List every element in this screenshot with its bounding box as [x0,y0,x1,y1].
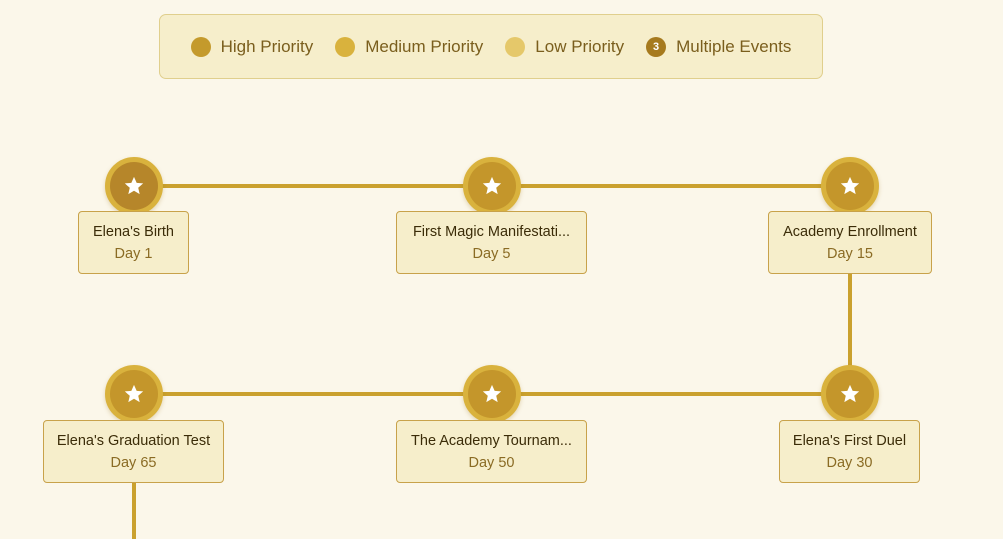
legend-item-high: High Priority [190,36,314,57]
legend-item-low: Low Priority [505,36,625,57]
event-title: Elena's Birth [93,224,174,240]
high-priority-dot-icon [190,36,211,57]
event-day: Day 15 [827,246,873,262]
multiple-events-badge-icon: 3 [646,36,667,57]
event-card[interactable]: The Academy Tournam... Day 50 [396,420,587,483]
event-day: Day 50 [468,455,515,471]
event-node[interactable] [463,365,521,423]
legend-item-multiple: 3 Multiple Events [646,36,792,57]
event-node-inner [110,370,158,418]
event-node[interactable] [821,365,879,423]
star-icon [124,176,144,195]
star-icon [840,384,860,403]
event-day: Day 30 [826,455,873,471]
legend-label: Low Priority [535,36,625,56]
event-node-inner [468,370,516,418]
event-day: Day 5 [472,246,511,262]
legend-item-medium: Medium Priority [335,36,484,57]
legend-label: High Priority [220,36,314,56]
event-title: First Magic Manifestati... [412,224,571,240]
event-title: Elena's First Duel [792,433,907,449]
event-node[interactable] [105,365,163,423]
event-day: Day 65 [110,455,157,471]
event-title: Academy Enrollment [783,224,917,240]
event-node-inner [110,162,158,210]
low-priority-dot-icon [505,36,526,57]
event-node[interactable] [821,157,879,215]
event-title: Elena's Graduation Test [56,433,211,449]
event-card[interactable]: Academy Enrollment Day 15 [768,211,932,274]
legend-label: Medium Priority [365,36,484,56]
star-icon [840,176,860,195]
event-card[interactable]: First Magic Manifestati... Day 5 [396,211,587,274]
timeline-connector [848,186,852,394]
event-card[interactable]: Elena's First Duel Day 30 [779,420,920,483]
legend: High Priority Medium Priority Low Priori… [159,14,823,79]
star-icon [124,384,144,403]
event-card[interactable]: Elena's Graduation Test Day 65 [43,420,224,483]
event-node-inner [826,370,874,418]
event-node-inner [826,162,874,210]
event-day: Day 1 [114,246,153,262]
event-node-inner [468,162,516,210]
event-node[interactable] [463,157,521,215]
event-node[interactable] [105,157,163,215]
medium-priority-dot-icon [335,36,356,57]
star-icon [482,384,502,403]
star-icon [482,176,502,195]
event-title: The Academy Tournam... [411,433,572,449]
event-card[interactable]: Elena's Birth Day 1 [78,211,189,274]
legend-label: Multiple Events [676,36,792,56]
